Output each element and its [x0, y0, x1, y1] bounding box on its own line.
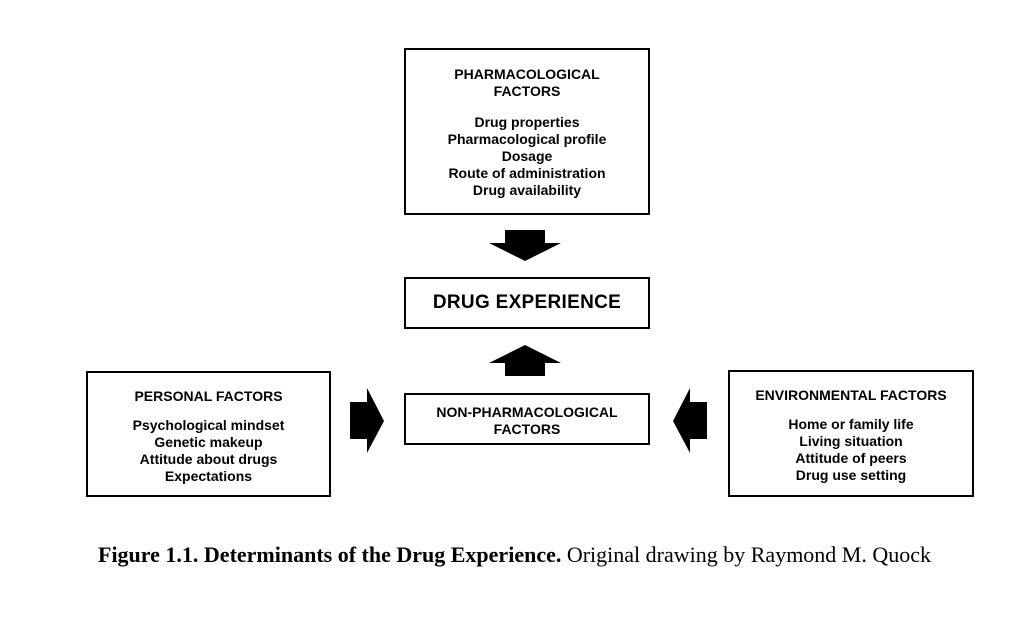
- figure-caption: Figure 1.1. Determinants of the Drug Exp…: [98, 540, 958, 570]
- list-item: Drug availability: [472, 182, 582, 198]
- personal-list: Psychological mindset Genetic makeup Att…: [88, 417, 329, 485]
- arrow-up-icon: [489, 345, 561, 376]
- environmental-list: Home or family life Living situation Att…: [730, 416, 972, 484]
- pharmacological-title-line1: PHARMACOLOGICAL: [454, 66, 600, 82]
- drug-experience-box: DRUG EXPERIENCE: [404, 277, 650, 329]
- list-item: Home or family life: [788, 416, 914, 432]
- list-item: Route of administration: [448, 165, 606, 181]
- list-item: Genetic makeup: [154, 434, 263, 450]
- caption-regular: Original drawing by Raymond M. Quock: [561, 542, 932, 567]
- drug-experience-title: DRUG EXPERIENCE: [432, 292, 622, 313]
- pharmacological-list: Drug properties Pharmacological profile …: [406, 114, 648, 199]
- arrow-down-icon: [489, 230, 561, 261]
- personal-title: PERSONAL FACTORS: [134, 388, 283, 404]
- arrow-right-icon: [350, 388, 384, 453]
- list-item: Psychological mindset: [132, 417, 285, 433]
- list-item: Attitude about drugs: [139, 451, 278, 467]
- non-pharmacological-title-line1: NON-PHARMACOLOGICAL: [436, 404, 618, 420]
- non-pharmacological-factors-box: NON-PHARMACOLOGICAL FACTORS: [404, 393, 650, 445]
- arrow-left-icon: [673, 388, 707, 453]
- list-item: Dosage: [501, 148, 553, 164]
- list-item: Pharmacological profile: [447, 131, 607, 147]
- list-item: Living situation: [799, 433, 903, 449]
- personal-factors-box: PERSONAL FACTORS Psychological mindset G…: [86, 371, 331, 497]
- environmental-factors-box: ENVIRONMENTAL FACTORS Home or family lif…: [728, 370, 974, 497]
- list-item: Expectations: [164, 468, 253, 484]
- pharmacological-factors-box: PHARMACOLOGICAL FACTORS Drug properties …: [404, 48, 650, 215]
- list-item: Attitude of peers: [795, 450, 907, 466]
- caption-bold: Figure 1.1. Determinants of the Drug Exp…: [98, 542, 562, 567]
- environmental-title: ENVIRONMENTAL FACTORS: [755, 387, 947, 403]
- list-item: Drug use setting: [795, 467, 907, 483]
- list-item: Drug properties: [474, 114, 580, 130]
- non-pharmacological-title-line2: FACTORS: [493, 421, 561, 437]
- pharmacological-title-line2: FACTORS: [493, 83, 561, 99]
